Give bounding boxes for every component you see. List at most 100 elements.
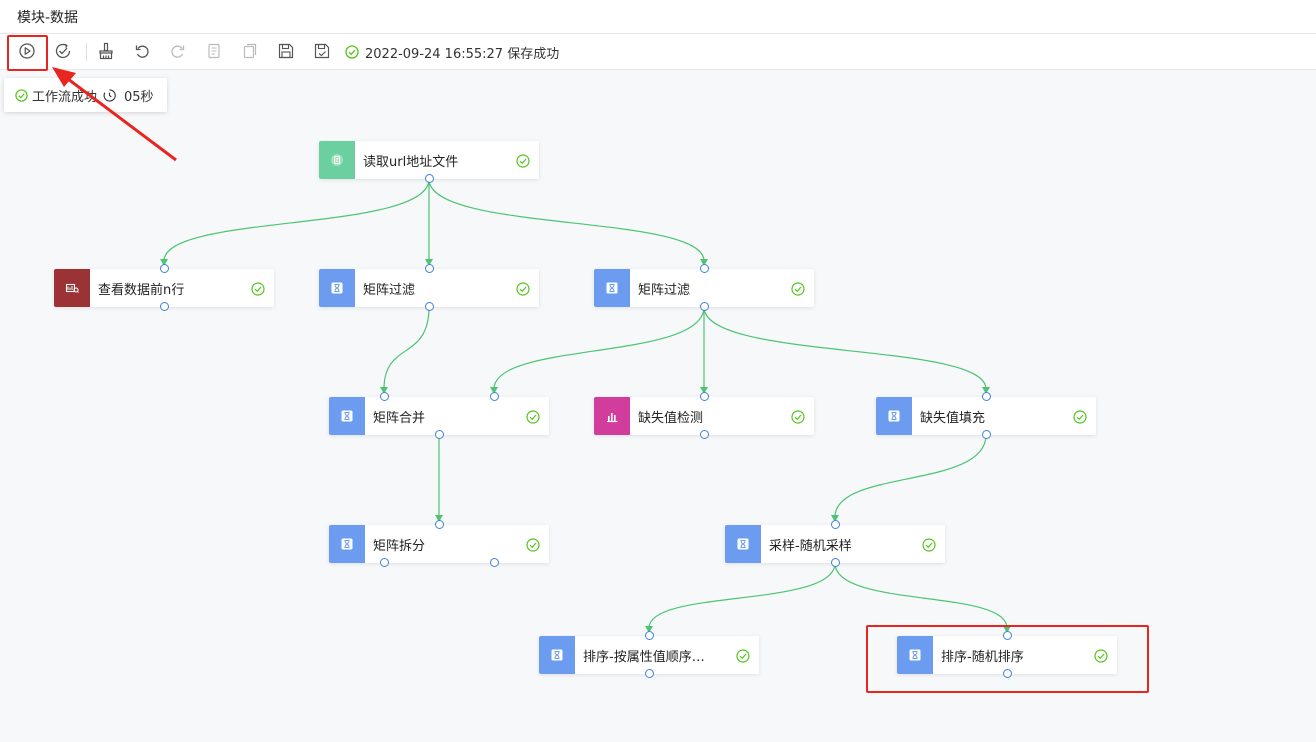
hourglass-icon xyxy=(897,636,933,674)
paste-button[interactable] xyxy=(239,40,261,62)
input-port[interactable] xyxy=(160,264,169,273)
node-success-icon xyxy=(791,281,805,296)
hourglass-icon xyxy=(594,269,630,307)
workflow-edge[interactable] xyxy=(383,306,430,390)
validate-icon xyxy=(55,43,71,59)
success-check-icon xyxy=(15,88,28,102)
edge-arrowhead xyxy=(700,259,708,266)
redo-button[interactable] xyxy=(167,40,189,62)
workflow-edge[interactable] xyxy=(493,306,705,390)
edge-arrowhead xyxy=(831,515,839,522)
save-as-button[interactable] xyxy=(311,40,333,62)
edge-arrowhead xyxy=(645,626,653,633)
output-port[interactable] xyxy=(1003,669,1012,678)
save-status: 2022-09-24 16:55:27 保存成功 xyxy=(345,43,560,62)
workflow-edge[interactable] xyxy=(163,178,430,262)
bar-chart-icon xyxy=(594,397,630,435)
undo-button[interactable] xyxy=(131,40,153,62)
validate-button[interactable] xyxy=(52,40,74,62)
output-port[interactable] xyxy=(425,302,434,311)
input-port[interactable] xyxy=(490,392,499,401)
table-view-icon xyxy=(54,269,90,307)
copy-button[interactable] xyxy=(203,40,225,62)
workflow-node-merge[interactable]: 矩阵合并 xyxy=(329,392,549,439)
workflow-duration: 05秒 xyxy=(124,89,154,105)
workflow-node-read-url[interactable]: 读取url地址文件 xyxy=(319,141,539,183)
edge-arrowhead xyxy=(380,387,388,394)
hourglass-icon xyxy=(329,525,365,563)
node-success-icon xyxy=(516,153,530,168)
node-success-icon xyxy=(736,648,750,663)
window-title: 模块-数据 xyxy=(17,10,79,26)
workflow-node-filter-1[interactable]: 矩阵过滤 xyxy=(319,264,539,311)
title-bar: 模块-数据 xyxy=(0,0,1316,34)
hourglass-icon xyxy=(319,269,355,307)
output-port[interactable] xyxy=(425,174,434,183)
workflow-node-sort-random[interactable]: 排序-随机排序 xyxy=(897,631,1117,678)
input-port[interactable] xyxy=(425,264,434,273)
workflow-node-filter-2[interactable]: 矩阵过滤 xyxy=(594,264,814,311)
run-button-highlight xyxy=(7,35,48,71)
workflow-node-view-head[interactable]: 查看数据前n行 xyxy=(54,264,274,311)
output-port[interactable] xyxy=(700,302,709,311)
node-highlight xyxy=(866,625,1149,693)
output-port[interactable] xyxy=(700,430,709,439)
workflow-edge[interactable] xyxy=(834,434,987,518)
node-success-icon xyxy=(922,537,936,552)
input-port[interactable] xyxy=(1003,631,1012,640)
node-success-icon xyxy=(516,281,530,296)
workflow-node-sample[interactable]: 采样-随机采样 xyxy=(725,520,945,567)
redo-icon xyxy=(171,45,185,58)
workflow-status-popover: 工作流成功 05秒 xyxy=(4,78,167,112)
run-button[interactable] xyxy=(16,40,38,62)
output-port[interactable] xyxy=(380,558,389,567)
hourglass-icon xyxy=(725,525,761,563)
workflow-node-split[interactable]: 矩阵拆分 xyxy=(329,520,549,567)
workflow-edge[interactable] xyxy=(648,562,836,629)
output-port[interactable] xyxy=(160,302,169,311)
workflow-edge[interactable] xyxy=(703,306,987,390)
workflow-edge[interactable] xyxy=(428,178,705,262)
save-status-text: 2022-09-24 16:55:27 保存成功 xyxy=(365,46,560,62)
input-port[interactable] xyxy=(645,631,654,640)
node-success-icon xyxy=(791,409,805,424)
output-port[interactable] xyxy=(490,558,499,567)
input-port[interactable] xyxy=(831,520,840,529)
output-port[interactable] xyxy=(435,430,444,439)
input-port[interactable] xyxy=(700,392,709,401)
hourglass-icon xyxy=(539,636,575,674)
node-success-icon xyxy=(251,281,265,296)
edge-arrowhead xyxy=(1003,626,1011,633)
input-port[interactable] xyxy=(982,392,991,401)
input-port[interactable] xyxy=(435,520,444,529)
save-as-icon xyxy=(314,43,330,59)
hourglass-icon xyxy=(876,397,912,435)
edge-arrowhead xyxy=(160,259,168,266)
output-port[interactable] xyxy=(831,558,840,567)
workflow-node-sort-attr[interactable]: 排序-按属性值顺序… xyxy=(539,631,759,678)
save-button[interactable] xyxy=(275,40,297,62)
clear-button[interactable] xyxy=(95,40,117,62)
paste-icon xyxy=(243,43,257,59)
node-success-icon xyxy=(526,537,540,552)
output-port[interactable] xyxy=(645,669,654,678)
input-port[interactable] xyxy=(700,264,709,273)
edge-arrowhead xyxy=(425,259,433,266)
input-port[interactable] xyxy=(380,392,389,401)
workflow-node-missing-fill[interactable]: 缺失值填充 xyxy=(876,392,1096,439)
workflow-status-label: 工作流成功 xyxy=(32,89,98,105)
output-port[interactable] xyxy=(982,430,991,439)
toolbar-divider xyxy=(86,43,87,61)
clear-brush-icon xyxy=(99,42,113,60)
undo-icon xyxy=(135,45,149,58)
workflow-node-missing-check[interactable]: 缺失值检测 xyxy=(594,392,814,439)
edge-arrowhead xyxy=(435,515,443,522)
hourglass-icon xyxy=(329,397,365,435)
toolbar: 2022-09-24 16:55:27 保存成功 xyxy=(0,34,1316,70)
node-success-icon xyxy=(1073,409,1087,424)
workflow-edge[interactable] xyxy=(834,562,1008,629)
success-check-icon xyxy=(345,45,359,59)
copy-icon xyxy=(208,43,220,59)
